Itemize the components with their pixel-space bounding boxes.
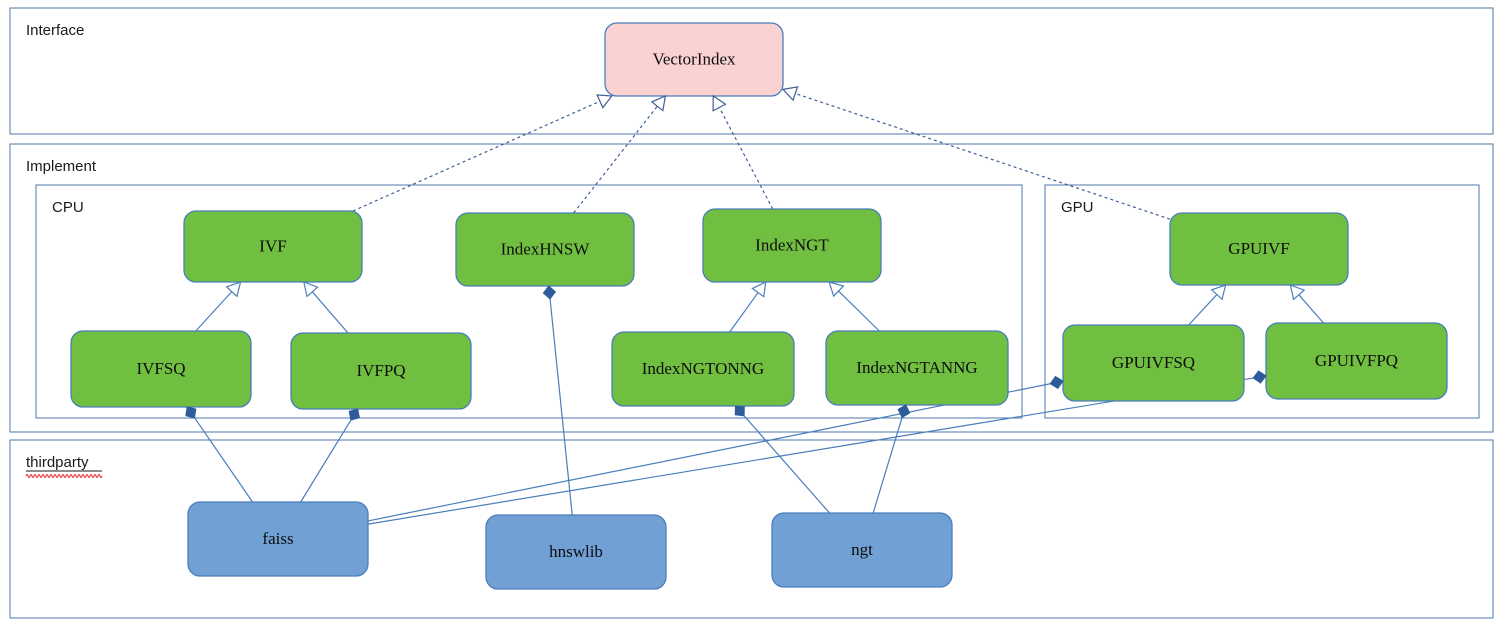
group-label-interface: Interface	[26, 22, 84, 39]
composition-diamond-icon	[897, 404, 911, 419]
composition-diamond-icon	[185, 406, 197, 419]
inheritance-arrow-icon	[225, 281, 242, 298]
class-node-indexngtonng[interactable]: IndexNGTONNG	[611, 331, 795, 407]
class-node-gpuivfsq[interactable]: GPUIVFSQ	[1062, 324, 1245, 402]
realization-arrow-icon	[712, 94, 727, 112]
class-name-label: GPUIVFPQ	[1315, 351, 1398, 370]
class-name-label: IndexNGTANNG	[856, 358, 977, 377]
class-name-label: IndexHNSW	[501, 239, 591, 258]
realization-arrow-icon	[781, 86, 799, 102]
edge-hnswlib-to-indexhnsw	[549, 298, 573, 516]
class-name-label: GPUIVF	[1228, 239, 1289, 258]
edge-ngt-to-indexngtonng	[743, 415, 830, 514]
inheritance-arrow-icon	[302, 281, 319, 298]
group-label-thirdparty: thirdparty	[26, 454, 89, 471]
inheritance-arrow-icon	[1210, 284, 1227, 301]
class-box-gpuivf[interactable]	[1169, 212, 1349, 286]
class-box-ivfpq[interactable]	[290, 332, 472, 410]
class-node-vectorindex[interactable]: VectorIndex	[604, 22, 784, 97]
class-box-vectorindex[interactable]	[604, 22, 784, 97]
realization-arrow-icon	[596, 94, 613, 109]
class-name-label: IVFSQ	[136, 359, 185, 378]
class-box-faiss[interactable]	[187, 501, 369, 577]
composition-diamond-icon	[734, 405, 745, 417]
class-box-gpuivfpq[interactable]	[1265, 322, 1448, 400]
edge-indexhnsw-to-vectorindex	[573, 105, 658, 214]
edge-indexngtanng-to-indexngt	[838, 290, 880, 332]
class-name-label: hnswlib	[549, 542, 603, 561]
edge-faiss-to-ivfsq	[194, 417, 254, 503]
class-name-label: IVFPQ	[356, 361, 405, 380]
class-name-label: ngt	[851, 540, 873, 559]
edge-ivfpq-to-ivf	[311, 291, 349, 334]
class-node-ivfpq[interactable]: IVFPQ	[290, 332, 472, 410]
edge-faiss-to-gpuivfpq	[367, 377, 1254, 525]
class-node-hnswlib[interactable]: hnswlib	[485, 514, 667, 590]
composition-diamond-icon	[542, 285, 557, 300]
class-node-indexhnsw[interactable]: IndexHNSW	[455, 212, 635, 287]
class-name-label: IndexNGTONNG	[642, 359, 764, 378]
composition-diamond-icon	[1049, 375, 1064, 390]
edge-ngt-to-indexngtanng	[872, 417, 903, 514]
edge-gpuivfsq-to-gpuivf	[1188, 294, 1218, 326]
spellcheck-squiggle-icon	[25, 473, 103, 479]
class-box-indexngtanng[interactable]	[825, 330, 1009, 406]
class-name-label: IVF	[259, 236, 286, 255]
edge-indexngtonng-to-indexngt	[729, 292, 759, 333]
class-node-indexngt[interactable]: IndexNGT	[702, 208, 882, 283]
edges	[194, 92, 1324, 525]
class-box-ivfsq[interactable]	[70, 330, 252, 408]
class-name-label: faiss	[262, 529, 293, 548]
class-node-ngt[interactable]: ngt	[771, 512, 953, 588]
realization-arrow-icon	[650, 95, 667, 112]
class-node-faiss[interactable]: faiss	[187, 501, 369, 577]
class-node-gpuivf[interactable]: GPUIVF	[1169, 212, 1349, 286]
group-label-cpu: CPU	[52, 199, 84, 216]
class-box-indexngtonng[interactable]	[611, 331, 795, 407]
edge-faiss-to-gpuivfsq	[367, 383, 1051, 522]
class-box-indexhnsw[interactable]	[455, 212, 635, 287]
inheritance-arrow-icon	[828, 281, 845, 298]
composition-diamond-icon	[1252, 370, 1267, 384]
inheritance-arrow-icon	[751, 280, 767, 298]
edge-gpuivfpq-to-gpuivf	[1298, 294, 1324, 324]
class-node-ivf[interactable]: IVF	[183, 210, 363, 283]
edge-faiss-to-ivfpq	[300, 419, 352, 503]
group-label-implement: Implement	[26, 158, 97, 175]
class-box-indexngt[interactable]	[702, 208, 882, 283]
edge-indexngt-to-vectorindex	[718, 107, 774, 210]
edge-ivfsq-to-ivf	[195, 291, 233, 332]
inheritance-arrow-icon	[1289, 284, 1306, 301]
class-box-ivf[interactable]	[183, 210, 363, 283]
class-node-indexngtanng[interactable]: IndexNGTANNG	[825, 330, 1009, 406]
class-box-ngt[interactable]	[771, 512, 953, 588]
class-name-label: VectorIndex	[652, 49, 736, 68]
class-name-label: GPUIVFSQ	[1112, 353, 1195, 372]
group-label-gpu: GPU	[1061, 199, 1094, 216]
class-box-gpuivfsq[interactable]	[1062, 324, 1245, 402]
class-node-ivfsq[interactable]: IVFSQ	[70, 330, 252, 408]
composition-diamond-icon	[348, 408, 361, 421]
edge-markers	[185, 86, 1306, 421]
class-node-gpuivfpq[interactable]: GPUIVFPQ	[1265, 322, 1448, 400]
class-box-hnswlib[interactable]	[485, 514, 667, 590]
class-name-label: IndexNGT	[755, 235, 829, 254]
